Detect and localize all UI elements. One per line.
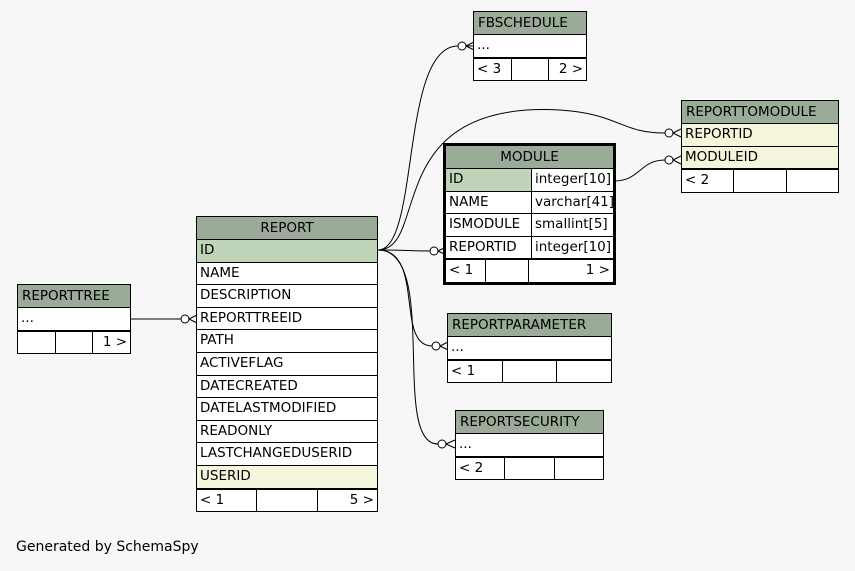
edge-report-module [377, 249, 431, 252]
table-module[interactable]: MODULE ID integer[10] NAME varchar[41] I… [443, 143, 616, 285]
cardinality-circle [457, 41, 467, 51]
column-reportid: REPORTID [446, 236, 532, 259]
column-name: NAME [446, 191, 532, 214]
child-count: 1 > [102, 333, 128, 350]
row-count [56, 331, 94, 354]
column-id: ID [200, 242, 215, 258]
column-ellipsis: ... [459, 436, 472, 452]
edge-report-fbschedule [377, 45, 459, 251]
parent-count: < 2 [682, 170, 735, 192]
column-type: integer[10] [532, 169, 613, 191]
child-count: 1 > [585, 262, 610, 279]
column-datelastmodified: DATELASTMODIFIED [200, 400, 337, 417]
child-count [787, 170, 838, 192]
column-description: DESCRIPTION [200, 287, 292, 304]
table-title: REPORTPARAMETER [448, 314, 611, 337]
column-ellipsis: ... [477, 37, 490, 53]
table-title: REPORT [197, 217, 377, 240]
child-count: 5 > [349, 491, 374, 508]
cardinality-circle [429, 246, 439, 256]
column-userid: USERID [200, 467, 251, 484]
column-ellipsis: ... [451, 339, 464, 355]
column-reportid: REPORTID [685, 126, 753, 142]
row-count [734, 170, 787, 192]
column-type: smallint[5] [535, 216, 608, 233]
row-count [503, 360, 558, 383]
table-reporttree[interactable]: REPORTTREE ... 1 > [17, 284, 131, 355]
cardinality-circle [664, 155, 674, 165]
column-datecreated: DATECREATED [200, 377, 298, 394]
cardinality-circle [180, 314, 190, 324]
table-title: REPORTTREE [18, 285, 130, 308]
column-readonly: READONLY [200, 422, 273, 439]
edge-report-reportsecurity [377, 249, 439, 445]
child-count [557, 361, 611, 383]
table-fbschedule[interactable]: FBSCHEDULE ... < 3 2 > [473, 11, 587, 82]
table-report[interactable]: REPORT ID NAME DESCRIPTION REPORTTREEID … [196, 216, 378, 513]
child-count [555, 458, 603, 480]
parent-count [18, 331, 56, 354]
parent-count: < 1 [448, 360, 503, 383]
child-count: 2 > [558, 60, 584, 77]
table-reporttomodule[interactable]: REPORTTOMODULE REPORTID MODULEID < 2 [681, 100, 839, 193]
parent-count: < 1 [197, 489, 258, 512]
generated-by-label: Generated by SchemaSpy [16, 539, 199, 555]
column-activeflag: ACTIVEFLAG [200, 354, 284, 371]
column-ellipsis: ... [21, 310, 34, 326]
column-type: varchar[41] [535, 193, 613, 210]
column-ismodule: ISMODULE [446, 214, 532, 236]
column-id: ID [446, 169, 532, 191]
parent-count: < 3 [474, 58, 512, 81]
table-title: REPORTSECURITY [456, 411, 603, 434]
cardinality-circle [437, 439, 447, 449]
row-count [257, 489, 318, 512]
column-moduleid: MODULEID [685, 148, 758, 165]
table-title: MODULE [446, 146, 613, 169]
cardinality-circle [664, 128, 674, 138]
table-reportsecurity[interactable]: REPORTSECURITY ... < 2 [455, 410, 604, 481]
row-count [505, 457, 555, 480]
table-title: REPORTTOMODULE [682, 101, 838, 124]
cardinality-circle [431, 341, 441, 351]
edge-report-reportparameter [377, 249, 433, 347]
edge-report-reporttomodule [377, 109, 666, 251]
table-reportparameter[interactable]: REPORTPARAMETER ... < 1 [447, 313, 612, 384]
table-title: FBSCHEDULE [474, 12, 586, 35]
column-type: integer[10] [535, 238, 612, 255]
column-path: PATH [200, 332, 234, 349]
row-count [512, 58, 550, 81]
column-lastchangeduserid: LASTCHANGEDUSERID [200, 445, 353, 462]
edge-module-reporttomodule [613, 159, 666, 182]
parent-count: < 1 [446, 260, 486, 282]
column-name: NAME [200, 264, 240, 281]
column-reporttreeid: REPORTTREEID [200, 309, 303, 326]
parent-count: < 2 [456, 457, 506, 480]
row-count [486, 260, 529, 282]
